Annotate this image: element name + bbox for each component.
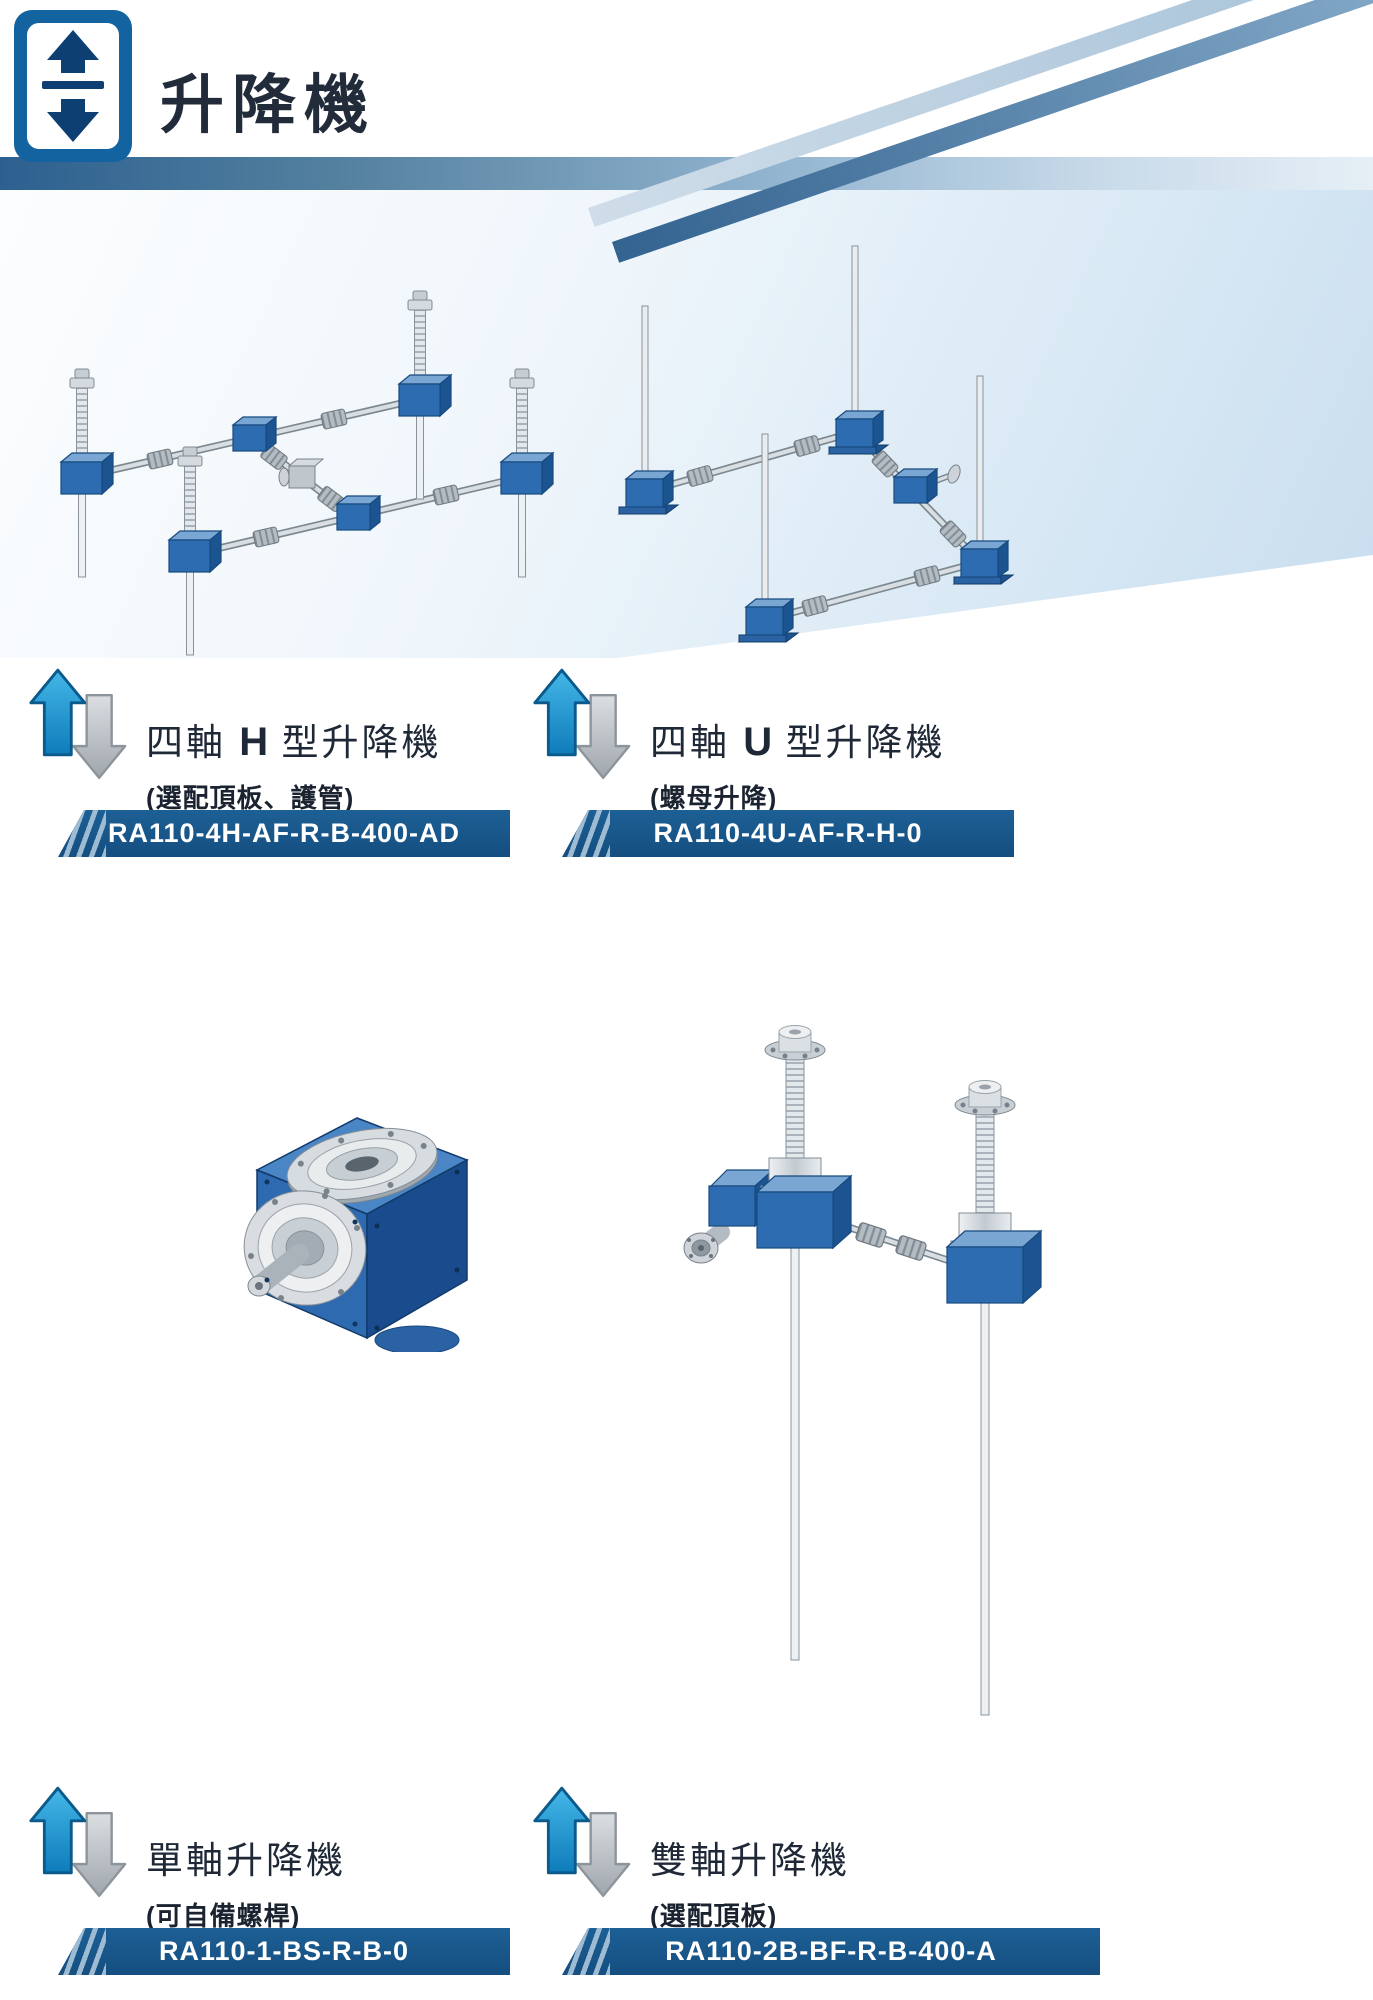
right-handwheel xyxy=(954,1080,1016,1116)
four-axis-h-lift-illustration xyxy=(60,290,554,656)
model-banner-single-axis: RA110-1-BS-R-B-0 xyxy=(58,1928,510,1975)
product-title: 雙軸升降機 xyxy=(650,1840,850,1881)
model-number: RA110-4H-AF-R-B-400-AD xyxy=(107,818,461,848)
product-title: 四軸 U 型升降機 xyxy=(650,720,946,764)
product-four-axis-u-caption: 四軸 U 型升降機 (螺母升降) xyxy=(532,666,945,815)
left-jack xyxy=(755,1157,853,1250)
model-number: RA110-4U-AF-R-H-0 xyxy=(653,818,923,848)
four-axis-u-lift-illustration xyxy=(618,245,1014,643)
product-subtitle: (螺母升降) xyxy=(650,783,778,813)
product-four-axis-h-caption: 四軸 H 型升降機 (選配頂板、護管) xyxy=(28,666,441,815)
center-input-block xyxy=(278,458,325,489)
model-banner-four-axis-h: RA110-4H-AF-R-B-400-AD xyxy=(58,810,510,857)
product-subtitle: (選配頂板) xyxy=(650,1901,778,1931)
model-number: RA110-1-BS-R-B-0 xyxy=(158,1936,410,1966)
top-flange xyxy=(286,1128,439,1204)
model-banner-double-axis: RA110-2B-BF-R-B-400-A xyxy=(562,1928,1100,1975)
left-handwheel xyxy=(764,1025,826,1061)
header-logo-up-down-lift-icon xyxy=(14,10,132,162)
page-title: 升降機 xyxy=(160,69,376,141)
right-jack xyxy=(945,1212,1043,1305)
double-axis-lift-illustration xyxy=(683,1025,1043,1716)
product-single-axis-caption: 單軸升降機 (可自備螺桿) xyxy=(28,1784,346,1933)
product-subtitle: (選配頂板、護管) xyxy=(146,783,355,813)
up-down-arrows-icon xyxy=(28,1784,128,1900)
front-flange xyxy=(243,1190,367,1306)
hero-panel-background xyxy=(0,190,1373,658)
product-double-axis-caption: 雙軸升降機 (選配頂板) xyxy=(532,1784,850,1933)
single-axis-gearbox-illustration xyxy=(243,1117,469,1352)
up-down-arrows-icon xyxy=(28,666,128,782)
product-subtitle: (可自備螺桿) xyxy=(146,1901,301,1931)
model-number: RA110-2B-BF-R-B-400-A xyxy=(665,1936,997,1966)
product-title: 單軸升降機 xyxy=(146,1840,346,1881)
product-title: 四軸 H 型升降機 xyxy=(146,720,442,764)
up-down-arrows-icon xyxy=(532,1784,632,1900)
input-gearbox xyxy=(683,1168,775,1264)
model-banner-four-axis-u: RA110-4U-AF-R-H-0 xyxy=(562,810,1014,857)
up-down-arrows-icon xyxy=(532,666,632,782)
